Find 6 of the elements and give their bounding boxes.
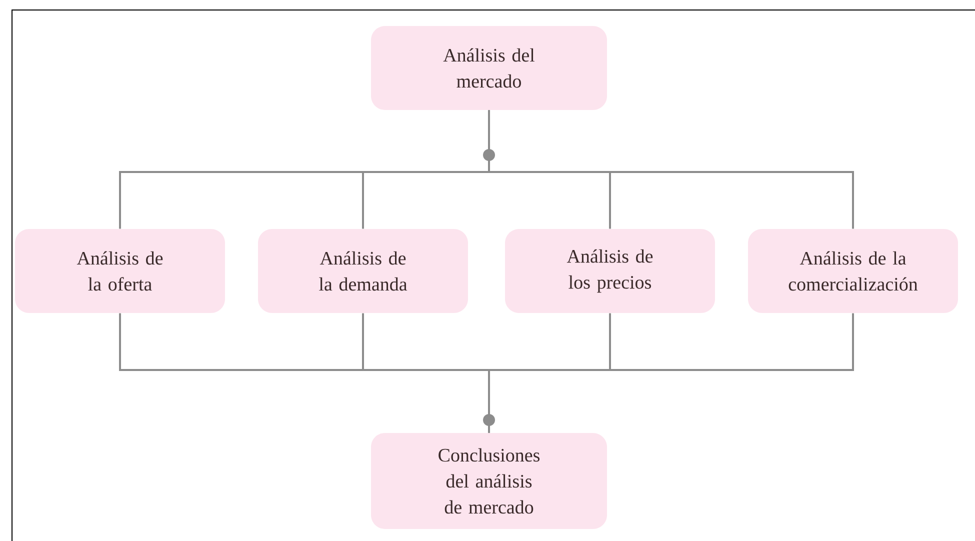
process-box: Conclusiones del análisis de mercado <box>371 432 607 529</box>
process-box: Análisis de la comercialización <box>748 229 958 313</box>
process-box: Análisis de la oferta <box>15 229 225 313</box>
process-box: Análisis del mercado <box>371 26 607 110</box>
process-box: Análisis de la demanda <box>258 229 468 313</box>
process-box: Análisis de los precios <box>505 229 715 313</box>
